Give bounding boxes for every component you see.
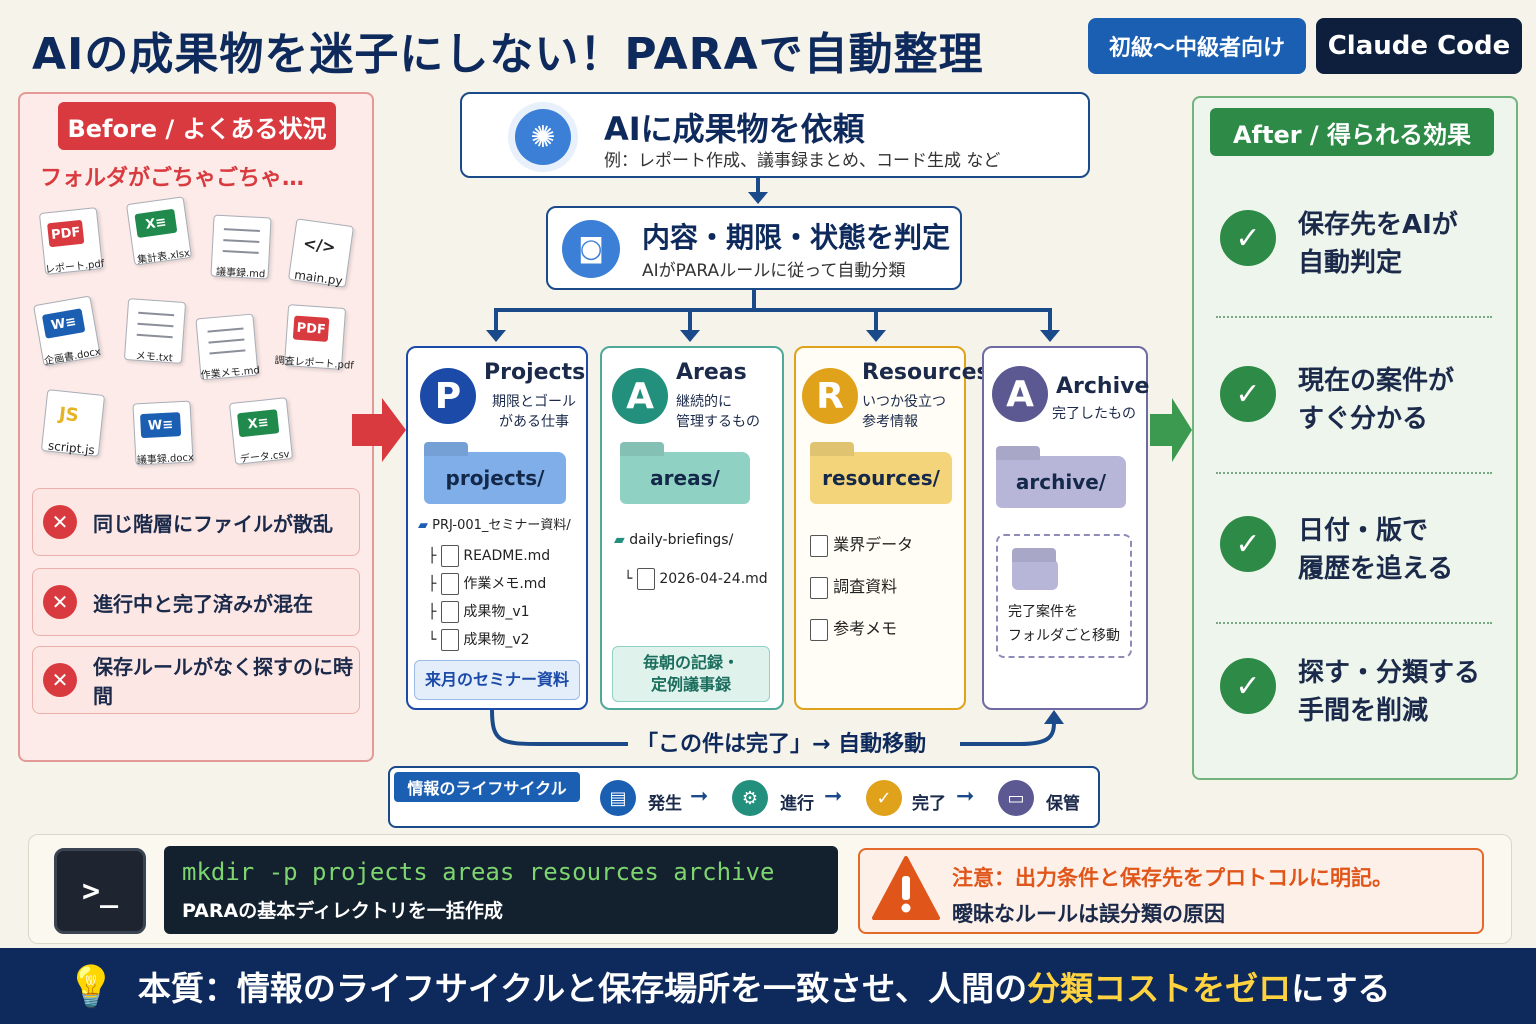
judge-title: 内容・期限・状態を判定: [642, 221, 951, 254]
resources-folder-icon: resources/: [810, 452, 952, 504]
doc-icon: [440, 545, 459, 567]
brain-icon: ✺: [508, 102, 578, 172]
step-occur: 発生: [648, 794, 682, 814]
lightbulb-icon: 💡: [66, 963, 116, 1010]
before-subheading: フォルダがごちゃごちゃ…: [40, 166, 305, 191]
request-title: AIに成果物を依頼: [604, 110, 865, 148]
arrow-icon: ➞: [956, 784, 975, 809]
page-title: AIの成果物を迷子にしない！PARAで自動整理: [32, 29, 984, 80]
areas-name: Areas: [676, 360, 747, 385]
projects-example: 来月のセミナー資料: [414, 660, 580, 700]
red-arrow-icon: [352, 398, 406, 462]
doc-icon: [440, 601, 459, 623]
judge-subtitle: AIがPARAルールに従って自動分類: [642, 261, 906, 281]
divider: [1216, 472, 1492, 474]
resources-name: Resources: [862, 360, 990, 385]
warning-title: 注意：出力条件と保存先をプロトコルに明記。: [952, 866, 1393, 890]
archive-folder-icon: archive/: [996, 456, 1126, 508]
warning-box: [858, 848, 1484, 934]
before-heading: Before / よくある状況: [58, 102, 336, 150]
archive-letter: A: [992, 366, 1048, 422]
green-arrow-icon: [1150, 398, 1192, 462]
arrow-icon: ➞: [690, 784, 709, 809]
doc-icon: [810, 534, 828, 557]
problem-item: ✕保存ルールがなく探すのに時間: [32, 646, 360, 714]
arrow-icon: ➞: [824, 784, 843, 809]
projects-file-list: ├ README.md ├ 作業メモ.md ├ 成果物_v1 └ 成果物_v2: [428, 542, 550, 654]
check-icon: ✓: [1220, 516, 1276, 572]
projects-name: Projects: [484, 360, 586, 385]
footer-text: 本質：情報のライフサイクルと保存場所を一致させ、人間の: [137, 969, 1028, 1008]
divider: [1216, 316, 1492, 318]
problem-item: ✕同じ階層にファイルが散乱: [32, 488, 360, 556]
archive-name: Archive: [1056, 374, 1150, 399]
doc-icon: [440, 573, 459, 595]
lifecycle-tag: 情報のライフサイクル: [394, 772, 580, 802]
gear-icon: ⚙: [732, 780, 768, 816]
projects-letter: P: [420, 368, 476, 424]
after-heading: After / 得られる効果: [1210, 108, 1494, 156]
check-icon: ✓: [1220, 366, 1276, 422]
command-block: [164, 846, 838, 934]
warning-icon: [872, 856, 940, 920]
resources-desc: いつか役立つ参考情報: [862, 394, 946, 430]
effect-item: 日付・版で履歴を追える: [1298, 516, 1454, 584]
footer-suffix: にする: [1291, 969, 1391, 1008]
command-code: mkdir -p projects areas resources archiv…: [182, 858, 775, 886]
tool-badge: Claude Code: [1316, 18, 1522, 74]
auto-move-label: 「この件は完了」→ 自動移動: [632, 726, 931, 758]
areas-example: 毎朝の記録・定例議事録: [612, 646, 770, 702]
command-caption: PARAの基本ディレクトリを一括作成: [182, 900, 503, 922]
effect-item: 保存先をAIが自動判定: [1298, 210, 1458, 278]
x-icon: ✕: [43, 505, 77, 539]
footer-banner: 💡 本質：情報のライフサイクルと保存場所を一致させ、人間の分類コストをゼロにする: [0, 948, 1536, 1024]
doc-icon: [440, 629, 459, 651]
check-icon: ✓: [1220, 210, 1276, 266]
x-icon: ✕: [43, 585, 77, 619]
step-progress: 進行: [780, 794, 814, 814]
areas-letter: A: [612, 368, 668, 424]
doc-icon: [810, 576, 828, 599]
resources-letter: R: [802, 368, 858, 424]
areas-desc: 継続的に管理するもの: [676, 394, 760, 430]
document-icon: ▤: [600, 780, 636, 816]
archive-note: 完了案件をフォルダごと移動: [1008, 604, 1120, 644]
level-badge: 初級〜中級者向け: [1088, 18, 1306, 74]
folder-icon: [1012, 558, 1058, 590]
areas-file-list: └ 2026-04-24.md: [624, 568, 768, 590]
effect-item: 現在の案件がすぐ分かる: [1298, 366, 1455, 434]
archive-desc: 完了したもの: [1052, 406, 1136, 422]
request-subtitle: 例：レポート作成、議事録まとめ、コード生成 など: [604, 151, 1001, 171]
doc-icon: [810, 618, 828, 641]
areas-subfolder: ▰ daily-briefings/: [614, 532, 734, 548]
projects-folder-icon: projects/: [424, 452, 566, 504]
areas-folder-icon: areas/: [620, 452, 750, 504]
terminal-icon: >_: [54, 848, 146, 934]
check-icon: ✓: [1220, 658, 1276, 714]
robot-icon: ◙: [562, 220, 620, 278]
resources-file-list: 業界データ 調査資料 参考メモ: [810, 524, 913, 650]
footer-highlight: 分類コストをゼロ: [1027, 969, 1292, 1008]
doc-icon: [636, 568, 655, 590]
problem-item: ✕進行中と完了済みが混在: [32, 568, 360, 636]
divider: [1216, 622, 1492, 624]
archive-drop-zone: [996, 534, 1132, 658]
x-icon: ✕: [43, 663, 77, 697]
projects-desc: 期限とゴールがある仕事: [492, 394, 576, 430]
warning-text: 曖昧なルールは誤分類の原因: [952, 902, 1225, 926]
check-icon: ✓: [866, 780, 902, 816]
step-complete: 完了: [912, 794, 946, 814]
step-store: 保管: [1046, 794, 1080, 814]
archive-box-icon: ▭: [998, 780, 1034, 816]
effect-item: 探す・分類する手間を削減: [1298, 658, 1481, 726]
projects-subfolder: ▰ PRJ-001_セミナー資料/: [418, 518, 571, 533]
